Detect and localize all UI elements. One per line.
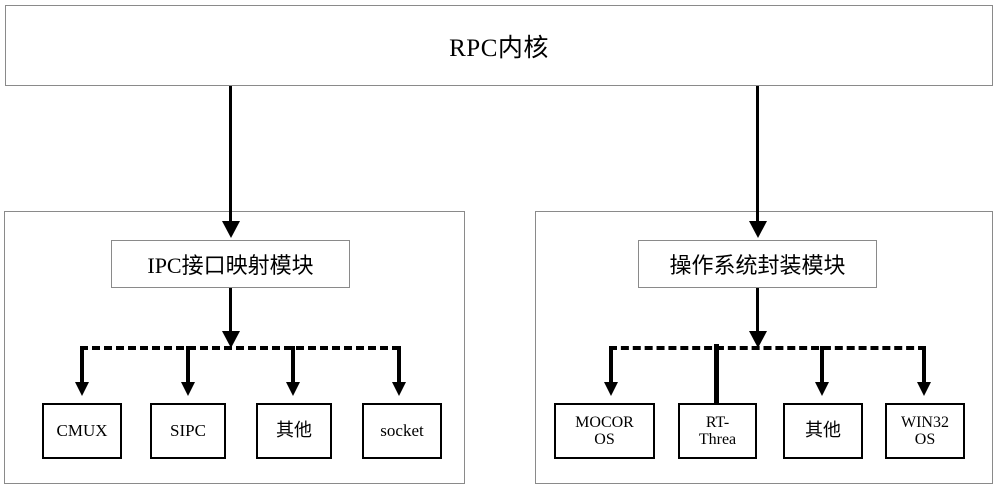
leaf-box-other: 其他 — [256, 403, 332, 459]
leaf-label-cmux: CMUX — [56, 420, 108, 440]
ipc-drop-stub-sipc — [186, 346, 190, 370]
leaf-box-mocor-os: MOCOR OS — [554, 403, 655, 459]
os-solid-line-rt-threa — [714, 344, 719, 404]
ipc-arrowhead-sipc — [181, 382, 195, 396]
os-wrapper-module-label: 操作系统封装模块 — [669, 253, 846, 278]
ipc-mapping-module-box: IPC接口映射模块 — [111, 240, 350, 288]
ipc-mapping-module-label: IPC接口映射模块 — [147, 253, 314, 278]
leaf-label-other: 其他 — [276, 420, 312, 441]
ipc-stem-sipc — [186, 370, 190, 384]
leaf-label-mocor-os-line1: MOCOR — [575, 413, 634, 431]
leaf-label-rt-threa-line1: RT- — [705, 413, 730, 431]
ipc-stem-cmux — [80, 370, 84, 384]
leaf-box-cmux: CMUX — [42, 403, 122, 459]
leaf-box-socket: socket — [362, 403, 442, 459]
os-arrowhead-mocor — [604, 382, 618, 396]
leaf-box-rt-threa: RT- Threa — [678, 403, 757, 459]
rpc-kernel-label: RPC内核 — [449, 34, 549, 62]
kernel-to-ipc-module-line — [229, 86, 232, 222]
leaf-label-win32-os-line1: WIN32 — [901, 413, 949, 431]
os-stem-other — [820, 370, 824, 384]
ipc-arrowhead-other — [286, 382, 300, 396]
leaf-box-win32-os: WIN32 OS — [885, 403, 965, 459]
os-arrowhead-other — [815, 382, 829, 396]
os-dashed-bus — [609, 346, 926, 350]
leaf-label-socket: socket — [380, 420, 424, 440]
os-drop-stub-mocor — [609, 346, 613, 370]
ipc-module-to-bus-line — [229, 288, 232, 332]
ipc-arrowhead-cmux — [75, 382, 89, 396]
os-stem-win32 — [922, 370, 926, 384]
leaf-box-os-other: 其他 — [783, 403, 863, 459]
ipc-stem-other — [291, 370, 295, 384]
leaf-label-win32-os-line2: OS — [914, 431, 936, 448]
os-drop-stub-win32 — [922, 346, 926, 370]
rpc-kernel-box: RPC内核 — [5, 5, 993, 86]
os-wrapper-module-box: 操作系统封装模块 — [638, 240, 877, 288]
ipc-drop-stub-cmux — [80, 346, 84, 370]
os-module-to-bus-arrowhead — [749, 331, 767, 348]
os-module-to-bus-line — [756, 288, 759, 332]
kernel-to-ipc-module-arrowhead — [222, 221, 240, 238]
ipc-dashed-bus — [80, 346, 400, 350]
ipc-drop-stub-socket — [397, 346, 401, 370]
os-arrowhead-win32 — [917, 382, 931, 396]
leaf-label-os-other: 其他 — [805, 420, 841, 441]
leaf-label-rt-threa-line2: Threa — [698, 431, 737, 448]
os-stem-mocor — [609, 370, 613, 384]
ipc-drop-stub-other — [291, 346, 295, 370]
leaf-label-mocor-os-line2: OS — [594, 431, 615, 448]
kernel-to-os-module-line — [756, 86, 759, 222]
leaf-label-sipc: SIPC — [170, 420, 206, 440]
kernel-to-os-module-arrowhead — [749, 221, 767, 238]
ipc-arrowhead-socket — [392, 382, 406, 396]
ipc-module-to-bus-arrowhead — [222, 331, 240, 348]
leaf-box-sipc: SIPC — [150, 403, 226, 459]
ipc-stem-socket — [397, 370, 401, 384]
os-drop-stub-other — [820, 346, 824, 370]
